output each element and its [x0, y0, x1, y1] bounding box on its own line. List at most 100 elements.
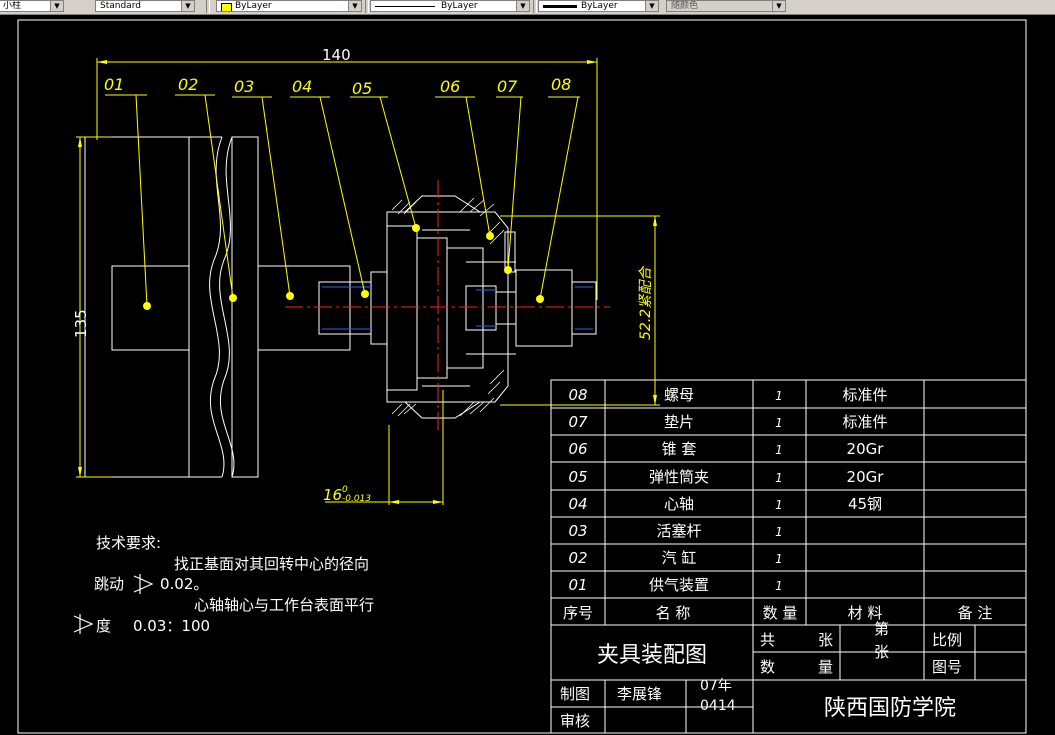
color-value: ByLayer [235, 1, 272, 11]
dim-dia-sub: -0.013 [342, 494, 371, 504]
color-select[interactable]: ByLayer ▼ [216, 0, 362, 12]
bom-row: 06 锥 套 1 20Gr [568, 440, 884, 458]
tb-label: 比例 [932, 631, 962, 649]
drawing-canvas[interactable]: 01 02 03 04 05 06 07 08 140 135 52.2紧配合 … [0, 14, 1055, 735]
chevron-down-icon[interactable]: ▼ [772, 1, 785, 11]
toolbar-separator [206, 0, 210, 13]
bom-qty: 1 [775, 389, 783, 403]
chevron-down-icon[interactable]: ▼ [181, 1, 194, 11]
tech-line: 度 [96, 617, 111, 635]
tb-label: 图号 [932, 658, 962, 676]
bom-header: 序号 名 称 数 量 材 料 备 注 [563, 604, 992, 622]
toolbar-separator [533, 0, 537, 13]
bom-no: 04 [568, 495, 587, 513]
bom-row: 07 垫片 1 标准件 [568, 413, 887, 431]
date-text: 07年 [700, 678, 732, 694]
bom-no: 06 [568, 440, 587, 458]
chevron-down-icon[interactable]: ▼ [50, 1, 63, 11]
bom-qty: 1 [775, 471, 783, 485]
toolbar-separator [365, 0, 369, 13]
center-lines [285, 180, 610, 430]
linetype-select[interactable]: ByLayer ▼ [370, 0, 530, 12]
part-label: 08 [551, 75, 571, 94]
leader-dots [143, 224, 544, 310]
bom-name: 供气装置 [649, 576, 709, 594]
dimension-arrows [78, 60, 657, 504]
bom-material: 20Gr [847, 468, 885, 486]
tb-label: 张 [818, 631, 833, 649]
bom-name: 锥 套 [662, 440, 697, 458]
bom-name: 螺母 [664, 386, 694, 404]
tech-line: 心轴轴心与工作台表面平行 [194, 596, 374, 614]
drafter-name: 李展锋 [617, 685, 662, 703]
bom-qty: 1 [775, 579, 783, 593]
leader-lines [105, 94, 580, 307]
bom-row: 02 汽 缸 1 [568, 549, 782, 567]
bom-header-qty: 数 量 [763, 604, 798, 622]
bom-header-note: 备 注 [958, 604, 993, 622]
bom-no: 05 [568, 468, 587, 486]
part-label: 02 [178, 75, 198, 94]
lineweight-select[interactable]: ByLayer ▼ [538, 0, 659, 12]
bom-row: 04 心轴 1 45钢 [568, 495, 882, 513]
tech-requirements: 技术要求: 找正基面对其回转中心的径向 跳动 0.02。 心轴轴心与工作台表面平… [94, 534, 374, 635]
bom-qty: 1 [775, 443, 783, 457]
bom-name: 垫片 [664, 413, 694, 431]
chevron-down-icon[interactable]: ▼ [516, 1, 529, 11]
tech-line: 找正基面对其回转中心的径向 [174, 555, 369, 573]
dim-fit-text: 52.2紧配合 [638, 265, 654, 340]
dim-height-text: 135 [72, 309, 90, 338]
part-label: 06 [440, 77, 460, 96]
bom-material: 标准件 [842, 413, 887, 431]
bom-row: 01 供气装置 1 [568, 576, 782, 594]
assembly-geometry [84, 136, 597, 478]
bom-header-name: 名 称 [656, 604, 691, 622]
bom-no: 07 [568, 413, 588, 431]
chevron-down-icon[interactable]: ▼ [645, 1, 658, 11]
title-block-text: 夹具装配图 共 张 数 量 第 张 比例 图号 制图 李展锋 审核 07年 04… [560, 620, 962, 730]
bom-header-material: 材 料 [848, 604, 883, 622]
color-swatch [221, 3, 232, 11]
bom-name: 弹性筒夹 [649, 468, 709, 486]
bom-row: 08 螺母 1 标准件 [568, 386, 887, 404]
text-style-select[interactable]: 小柱 ▼ [0, 0, 64, 12]
bom-no: 01 [568, 576, 587, 594]
bom-qty: 1 [775, 416, 783, 430]
bom-name: 活塞杆 [656, 522, 701, 540]
bom-qty: 1 [775, 498, 783, 512]
bom-name: 心轴 [664, 495, 694, 513]
tb-label: 审核 [560, 712, 590, 730]
bom-no: 08 [568, 386, 587, 404]
bom-material: 45钢 [848, 495, 882, 513]
bom-material: 20Gr [847, 440, 885, 458]
tb-label: 共 [760, 631, 775, 649]
dim-dia-sup: 0 [342, 485, 348, 495]
bom-name: 汽 缸 [662, 549, 697, 567]
lineweight-preview [543, 5, 577, 8]
part-label: 01 [104, 75, 124, 94]
drawing-title: 夹具装配图 [597, 643, 707, 668]
tech-title: 技术要求: [96, 534, 161, 552]
text-style-value: 小柱 [3, 1, 22, 11]
chevron-down-icon[interactable]: ▼ [348, 1, 361, 11]
dim-style-select[interactable]: Standard ▼ [95, 0, 195, 12]
linetype-preview [375, 6, 435, 7]
bom-no: 03 [568, 522, 587, 540]
bom-no: 02 [568, 549, 587, 567]
bom-row: 05 弹性筒夹 1 20Gr [568, 468, 884, 486]
bom-qty: 1 [775, 552, 783, 566]
dim-style-value: Standard [100, 1, 141, 11]
tb-label: 数 [760, 658, 775, 676]
school-name: 陕西国防学院 [824, 696, 956, 721]
tech-line: 0.03：100 [133, 617, 210, 635]
tb-label: 第 [874, 620, 889, 638]
plot-style-select[interactable]: 随颜色 ▼ [666, 0, 786, 12]
tb-label: 量 [818, 658, 833, 676]
tb-label: 制图 [560, 685, 590, 703]
bom-header-no: 序号 [563, 604, 593, 622]
bom-row: 03 活塞杆 1 [568, 522, 782, 540]
title-block-grid [550, 624, 1027, 734]
bom-material: 标准件 [842, 386, 887, 404]
tech-line: 跳动 [94, 575, 124, 593]
tb-label: 张 [874, 643, 889, 661]
